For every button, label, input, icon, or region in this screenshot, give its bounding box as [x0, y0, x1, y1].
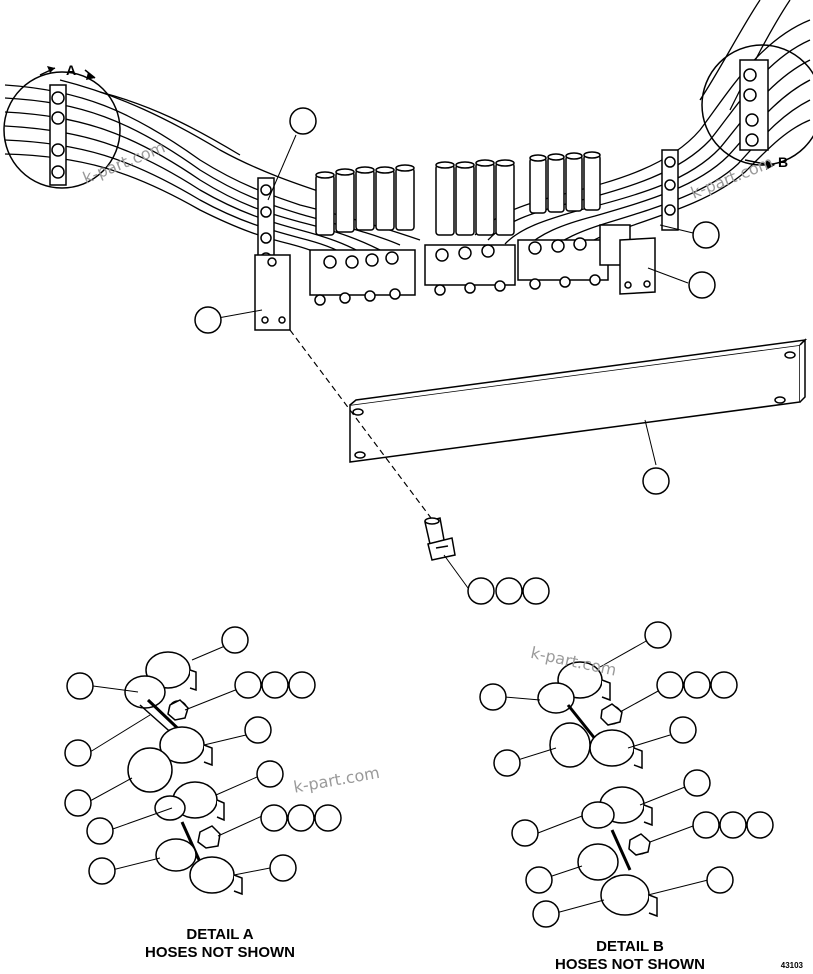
accumulator-cylinders [315, 151, 601, 236]
hose-clamp-left [257, 177, 275, 269]
detail-b-clamp-stack [537, 661, 658, 918]
detail-b-caption: DETAIL B HOSES NOT SHOWN [550, 938, 710, 974]
hose-clamp-right [661, 149, 679, 231]
grease-fitting-fastener [424, 517, 456, 561]
reference-balloons-detail-a [64, 626, 342, 885]
detail-b-letter: B [778, 154, 788, 170]
detail-a-letter: A [66, 62, 76, 78]
detail-a-caption-title: DETAIL A [186, 926, 254, 943]
reference-balloons-detail-b [479, 621, 774, 928]
leader-lines-main [217, 134, 694, 589]
detail-a-clamp-stack [124, 651, 243, 896]
detail-b-caption-title: DETAIL B [596, 938, 664, 955]
cover-plate [349, 338, 808, 463]
detail-a-caption: DETAIL A HOSES NOT SHOWN [140, 926, 300, 962]
valve-block-bank [309, 224, 631, 306]
detail-b-caption-note: HOSES NOT SHOWN [554, 956, 705, 973]
figure-number: 43103 [780, 961, 803, 970]
mounting-bracket-left [254, 254, 291, 331]
detail-a-callout-circle [3, 66, 121, 189]
mounting-bracket-right [619, 237, 656, 295]
detail-b-callout-circle [701, 44, 813, 170]
assembly-dashed-line [289, 329, 441, 531]
reference-balloons-main [194, 107, 720, 605]
detail-a-caption-note: HOSES NOT SHOWN [144, 944, 295, 961]
